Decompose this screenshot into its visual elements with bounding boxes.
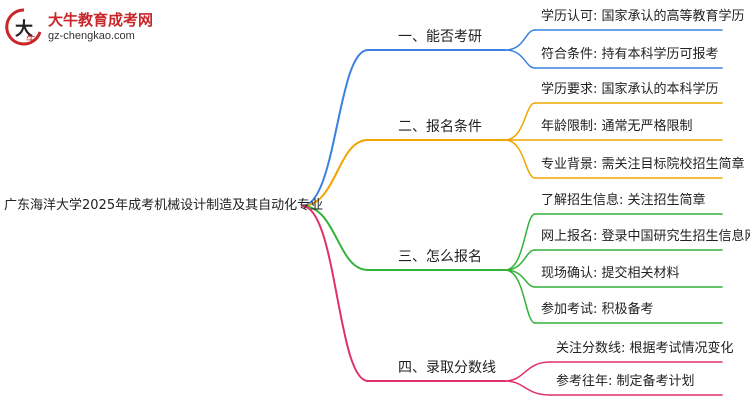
leaf-connector-4-2 (504, 380, 551, 396)
branch-connector-1 (301, 49, 369, 207)
leaf-label-2-3: 专业背景: 需关注目标院校招生简章 (541, 157, 745, 172)
leaf-label-3-2: 网上报名: 登录中国研究生招生信息网 (541, 229, 750, 244)
logo-title: 大牛教育成考网 (48, 11, 154, 29)
leaf-label-4-2: 参考往年: 制定备考计划 (556, 374, 695, 389)
site-logo[interactable]: 大 牛 大牛教育成考网 gz-chengkao.com (4, 6, 204, 52)
svg-text:大: 大 (15, 18, 33, 40)
leaf-label-2-2: 年龄限制: 通常无严格限制 (541, 119, 693, 134)
leaf-connector-2-3 (504, 139, 536, 179)
branch-label-4: 四、录取分数线 (398, 360, 496, 376)
branch-connector-4 (301, 205, 369, 382)
leaf-label-1-1: 学历认可: 国家承认的高等教育学历 (541, 9, 745, 24)
svg-text:牛: 牛 (26, 33, 36, 46)
branch-label-2: 二、报名条件 (398, 119, 482, 135)
leaf-label-3-1: 了解招生信息: 关注招生简章 (541, 193, 706, 208)
leaf-connector-3-4 (504, 269, 536, 324)
leaf-connector-3-1 (504, 213, 536, 271)
leaf-label-4-1: 关注分数线: 根据考试情况变化 (556, 341, 734, 356)
leaf-label-3-3: 现场确认: 提交相关材料 (541, 266, 680, 281)
branch-label-3: 三、怎么报名 (398, 249, 482, 265)
branch-label-1: 一、能否考研 (398, 29, 482, 45)
root-topic: 广东海洋大学2025年成考机械设计制造及其自动化专业 (4, 198, 324, 213)
leaf-label-2-1: 学历要求: 国家承认的本科学历 (541, 82, 719, 97)
leaf-connector-4-1 (504, 361, 551, 382)
leaf-connector-1-1 (504, 29, 536, 51)
logo-emblem-icon: 大 牛 (5, 8, 42, 46)
branch-connector-2 (301, 139, 369, 207)
leaf-connector-2-1 (504, 102, 536, 141)
branch-connector-3 (301, 205, 369, 271)
leaf-connector-3-2 (504, 249, 536, 271)
leaf-connector-1-2 (504, 49, 536, 69)
logo-url: gz-chengkao.com (48, 30, 135, 42)
leaf-label-3-4: 参加考试: 积极备考 (541, 302, 654, 317)
leaf-label-1-2: 符合条件: 持有本科学历可报考 (541, 47, 719, 62)
